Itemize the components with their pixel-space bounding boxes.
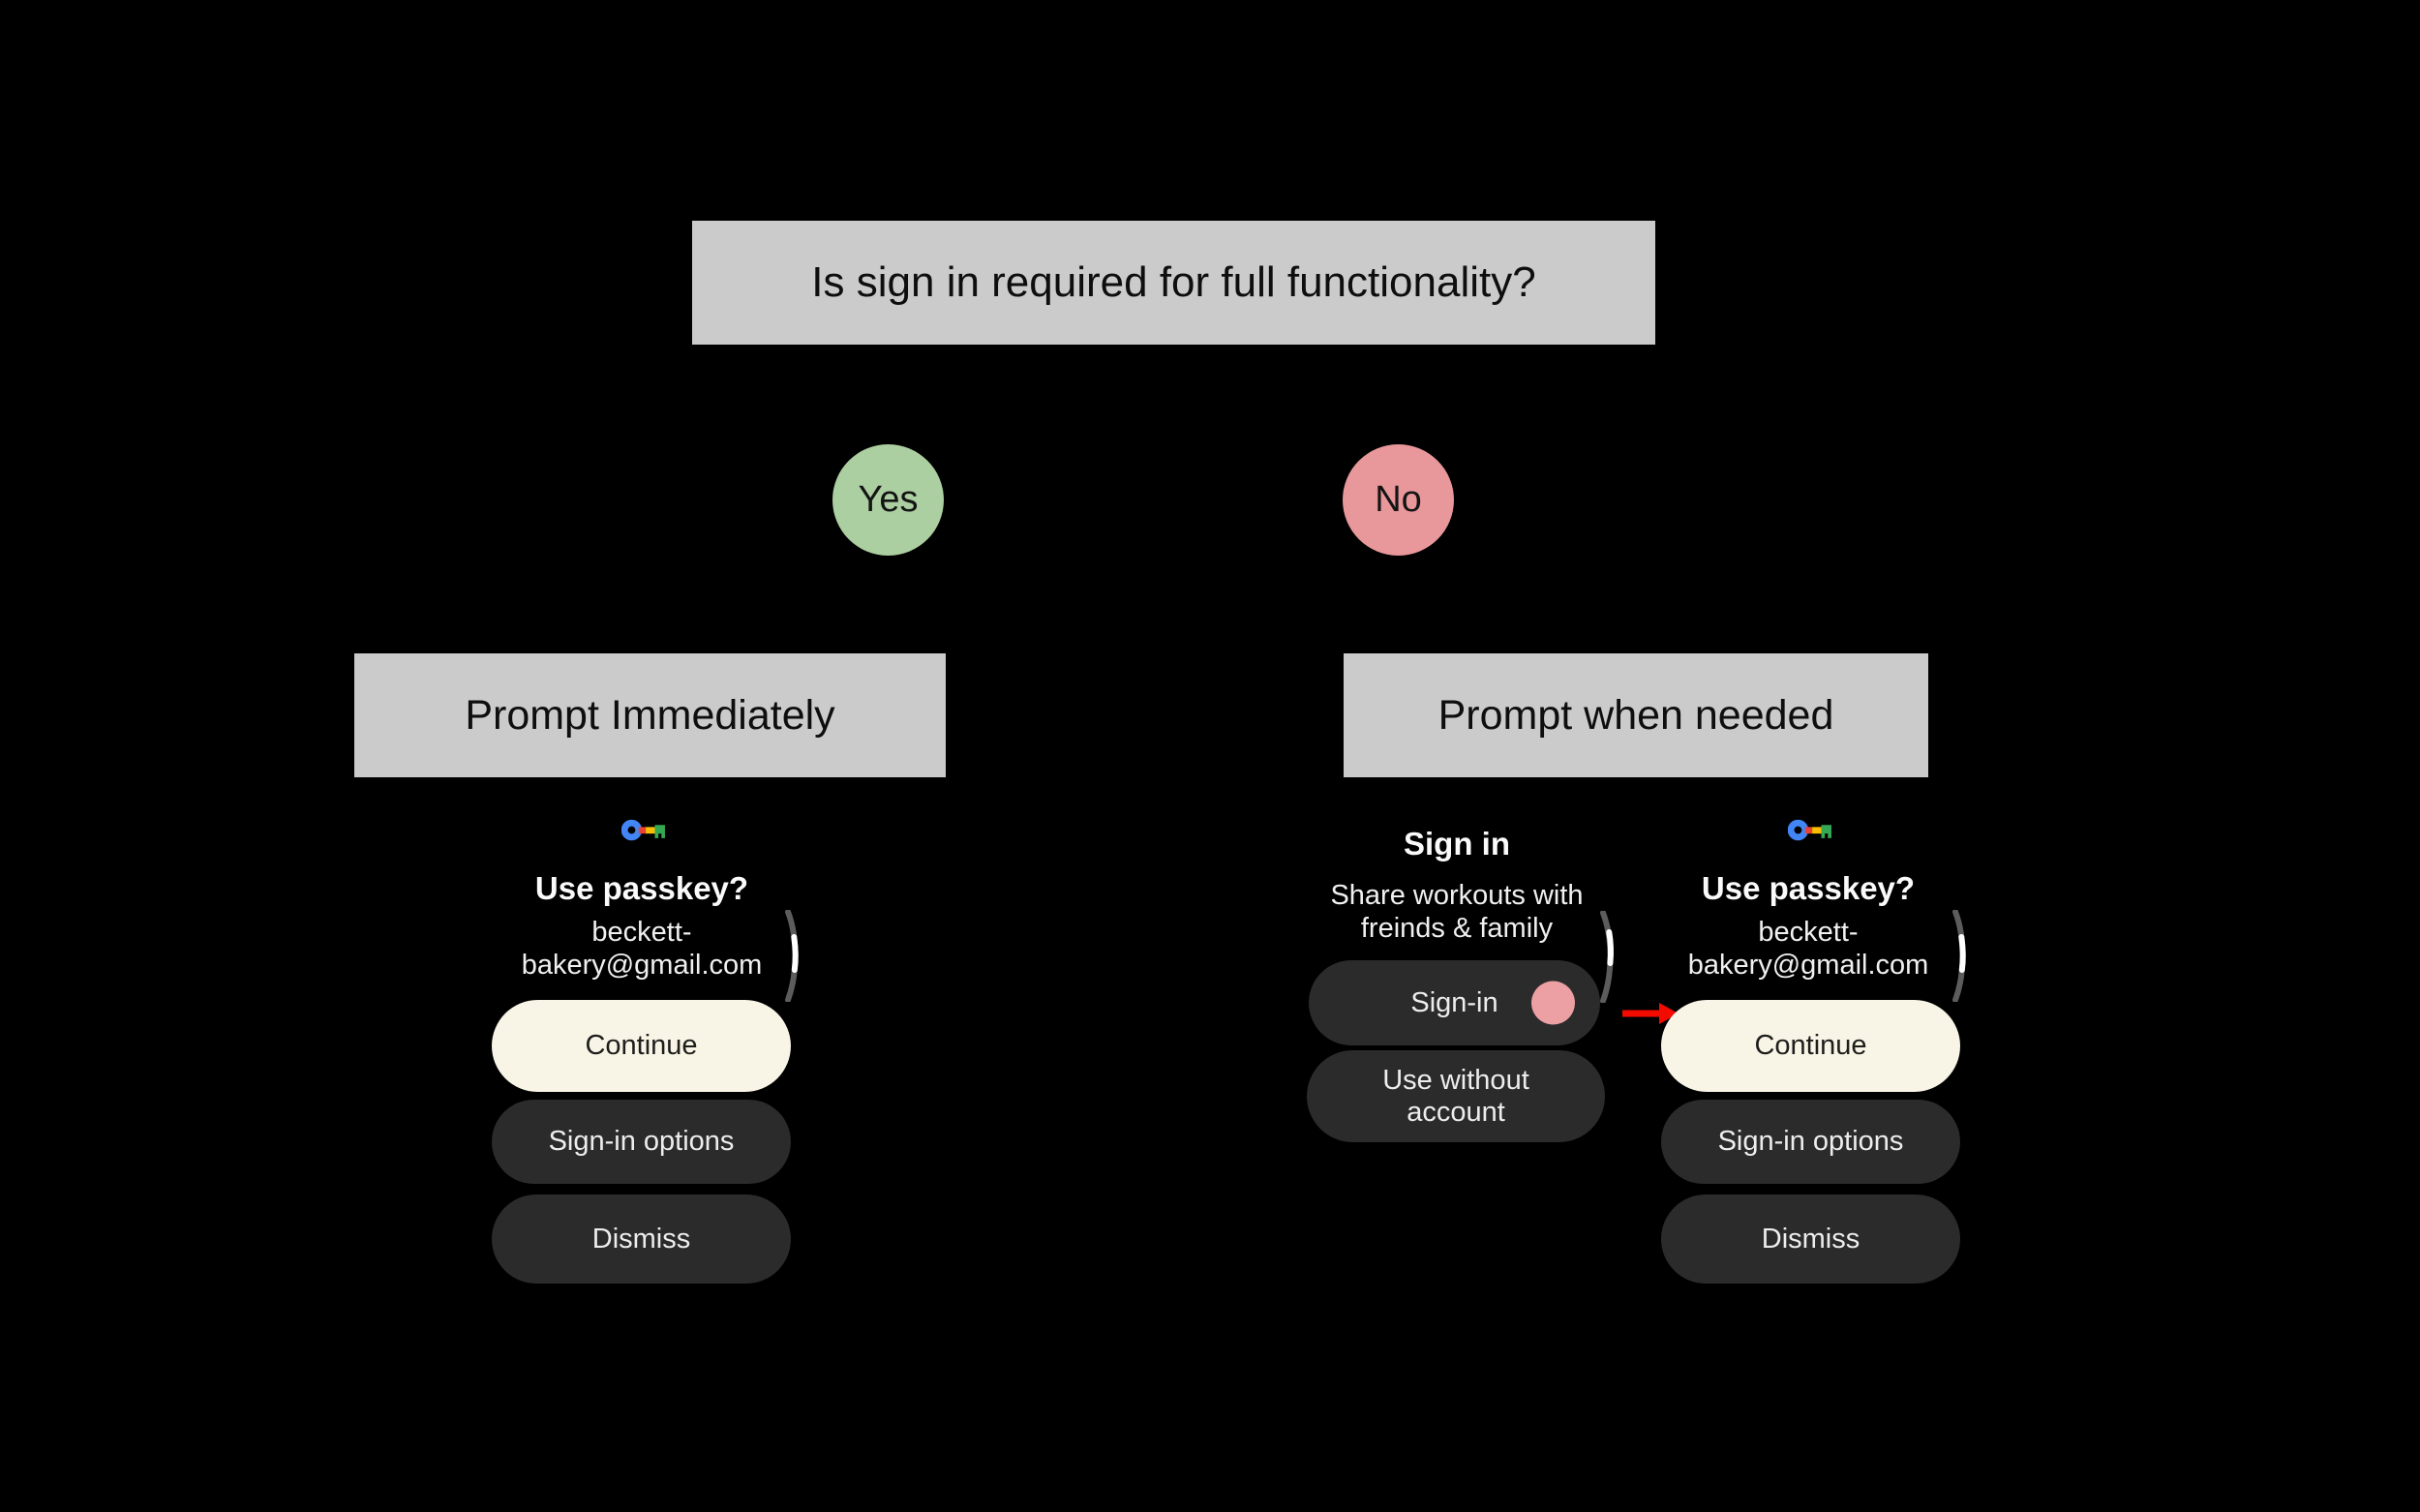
sign-in-button[interactable]: Sign-in <box>1309 960 1600 1045</box>
question-node: Is sign in required for full functionali… <box>692 221 1655 345</box>
passkey-icon <box>621 819 666 841</box>
passkey-title: Use passkey? <box>534 870 749 906</box>
subtitle-line-2: freinds & family <box>1360 913 1554 944</box>
sign-in-button-label: Sign-in <box>1410 986 1498 1018</box>
branch-prompt-when-needed: Prompt when needed <box>1344 653 1928 777</box>
no-node: No <box>1343 444 1454 556</box>
passkey-email: beckett- bakery@gmail.com <box>439 916 845 982</box>
use-without-line-1: Use without <box>1382 1064 1529 1096</box>
subtitle-line-1: Share workouts with <box>1330 880 1584 911</box>
dismiss-button[interactable]: Dismiss <box>492 1194 791 1284</box>
email-line-1: beckett- <box>591 917 692 948</box>
passkey-email: beckett- bakery@gmail.com <box>1605 916 2012 982</box>
continue-button[interactable]: Continue <box>492 1000 791 1092</box>
continue-button[interactable]: Continue <box>1661 1000 1960 1092</box>
passkey-title: Use passkey? <box>1701 870 1916 906</box>
sign-in-subtitle: Share workouts with freinds & family <box>1254 879 1660 945</box>
use-without-account-button[interactable]: Use without account <box>1307 1050 1605 1142</box>
email-line-1: beckett- <box>1758 917 1859 948</box>
account-dot-icon <box>1531 981 1575 1025</box>
scroll-indicator[interactable] <box>1951 910 1969 1002</box>
email-line-2: bakery@gmail.com <box>1687 950 1929 981</box>
use-without-line-2: account <box>1407 1096 1505 1128</box>
sign-in-options-button[interactable]: Sign-in options <box>1661 1100 1960 1184</box>
branch-prompt-immediately: Prompt Immediately <box>354 653 946 777</box>
passkey-icon <box>1788 819 1832 841</box>
scroll-indicator[interactable] <box>1599 911 1617 1003</box>
email-line-2: bakery@gmail.com <box>521 950 763 981</box>
scroll-indicator[interactable] <box>784 910 802 1002</box>
yes-node: Yes <box>832 444 944 556</box>
dismiss-button[interactable]: Dismiss <box>1661 1194 1960 1284</box>
flow-arrow-icon <box>1620 1001 1680 1026</box>
sign-in-options-button[interactable]: Sign-in options <box>492 1100 791 1184</box>
sign-in-title: Sign in <box>1404 826 1510 862</box>
